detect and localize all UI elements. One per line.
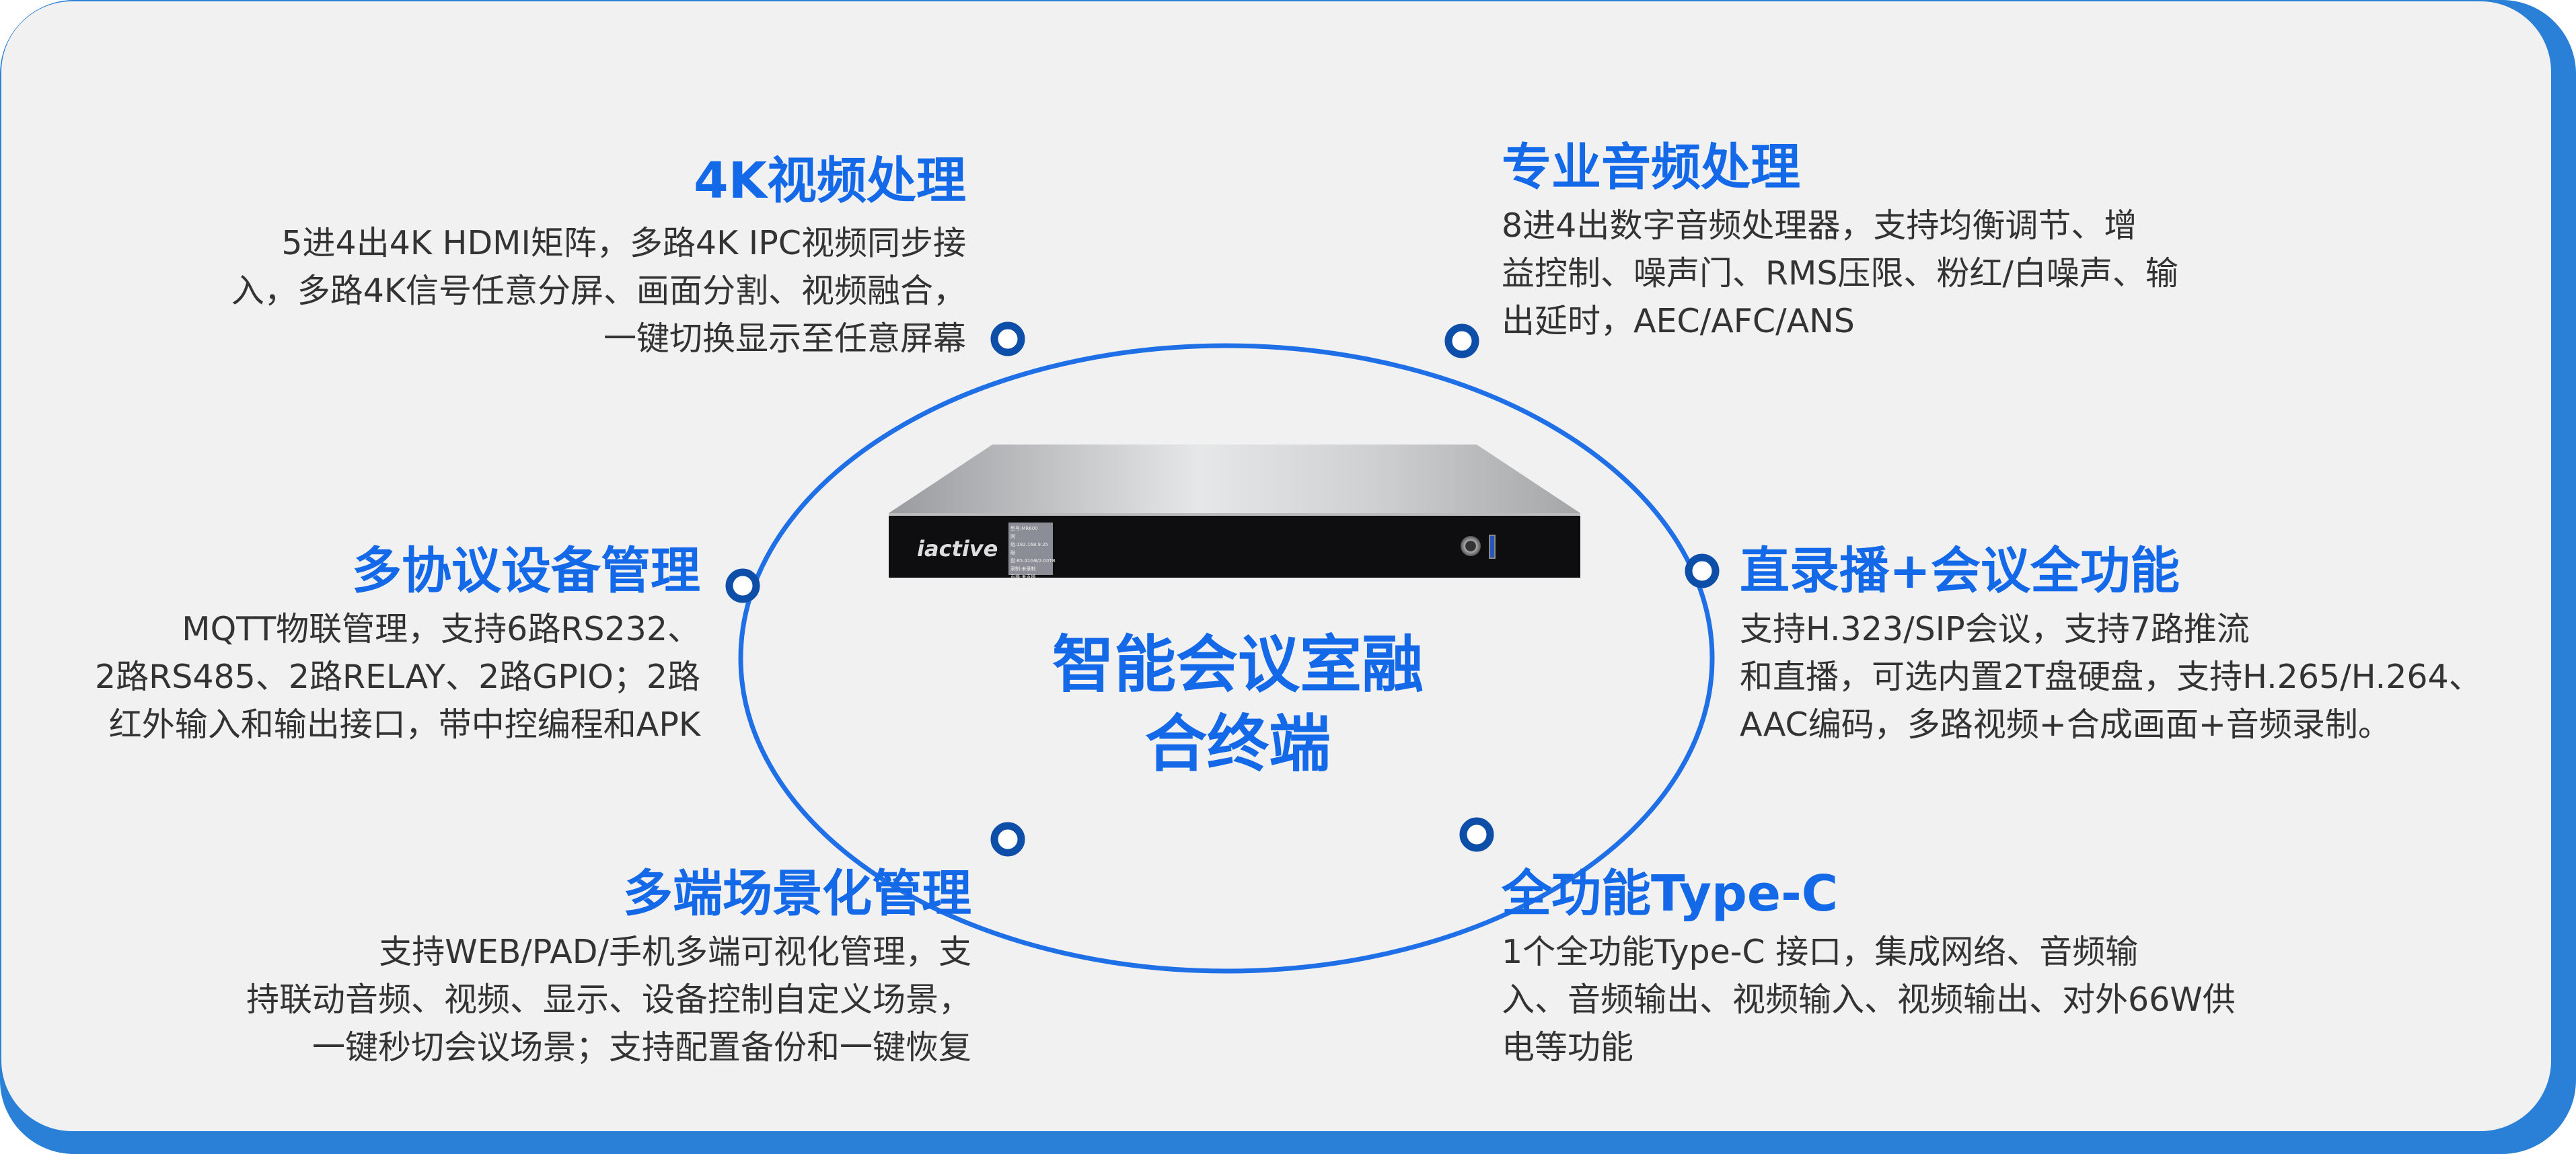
- desc-line: 红外输入和输出接口，带中控编程和APK: [108, 705, 700, 744]
- ring-dot-scene: [990, 822, 1025, 857]
- desc-line: 持联动音频、视频、显示、设备控制自定义场景，: [246, 980, 971, 1019]
- feature-title-typec: 全功能Type-C: [1502, 865, 1839, 923]
- device-top: [889, 445, 1580, 513]
- ring-dot-video: [990, 321, 1025, 356]
- feature-title-audio: 专业音频处理: [1502, 139, 1800, 196]
- feature-desc-protocol: MQTT物联管理，支持6路RS232、 2路RS485、2路RELAY、2路GP…: [95, 605, 700, 748]
- center-title-line: 合终端: [1144, 708, 1331, 780]
- usb-port-icon: [1489, 535, 1496, 559]
- feature-title-record: 直录播+会议全功能: [1740, 542, 2180, 600]
- device-front-panel: iactive 型号:MR600 网络:192.168.9.25 磁盘:65.4…: [889, 513, 1580, 588]
- desc-line: 一键秒切会议场景；支持配置备份和一键恢复: [311, 1028, 971, 1067]
- desc-line: 1个全功能Type-C 接口，集成网络、音频输: [1502, 933, 2139, 971]
- feature-title-protocol: 多协议设备管理: [352, 542, 700, 600]
- lcd-line: 型号:MR600: [1010, 526, 1038, 531]
- ring-dot-protocol: [725, 568, 760, 603]
- feature-desc-audio: 8进4出数字音频处理器，支持均衡调节、增 益控制、噪声门、RMS压限、粉红/白噪…: [1502, 202, 2178, 345]
- desc-line: 入，多路4K信号任意分屏、画面分割、视频融合，: [231, 272, 966, 310]
- desc-line: 8进4出数字音频处理器，支持均衡调节、增: [1502, 206, 2137, 245]
- ring-ellipse: [738, 343, 1715, 974]
- lcd-line: 会议:未参会: [1010, 582, 1036, 588]
- desc-line: 入、音频输出、视频输入、视频输出、对外66W供: [1502, 980, 2236, 1019]
- desc-line: 2路RS485、2路RELAY、2路GPIO；2路: [95, 658, 700, 696]
- device-image: iactive 型号:MR600 网络:192.168.9.25 磁盘:65.4…: [889, 445, 1580, 588]
- lcd-line: 录制:未录制: [1010, 566, 1036, 572]
- feature-desc-typec: 1个全功能Type-C 接口，集成网络、音频输 入、音频输出、视频输入、视频输出…: [1502, 928, 2236, 1071]
- power-button-icon: [1461, 536, 1481, 556]
- ring-dot-record: [1685, 553, 1720, 588]
- feature-desc-scene: 支持WEB/PAD/手机多端可视化管理，支 持联动音频、视频、显示、设备控制自定…: [246, 928, 971, 1071]
- desc-line: 电等功能: [1502, 1028, 1634, 1067]
- ring-dot-typec: [1459, 817, 1494, 852]
- ring-dot-audio: [1444, 323, 1479, 358]
- feature-title-video: 4K视频处理: [694, 152, 966, 210]
- desc-line: 支持WEB/PAD/手机多端可视化管理，支: [379, 933, 971, 971]
- feature-desc-video: 5进4出4K HDMI矩阵，多路4K IPC视频同步接 入，多路4K信号任意分屏…: [231, 219, 966, 362]
- feature-title-scene: 多端场景化管理: [623, 865, 971, 923]
- desc-line: AAC编码，多路视频+合成画面+音频录制。: [1740, 705, 2391, 744]
- device-lcd: 型号:MR600 网络:192.168.9.25 磁盘:65.41GB/2.00…: [1008, 523, 1056, 588]
- device-logo: iactive: [917, 536, 998, 562]
- desc-line: 支持H.323/SIP会议，支持7路推流: [1740, 610, 2250, 648]
- desc-line: 一键切换显示至任意屏幕: [603, 319, 966, 358]
- feature-desc-record: 支持H.323/SIP会议，支持7路推流 和直播，可选内置2T盘硬盘，支持H.2…: [1740, 605, 2482, 748]
- desc-line: 益控制、噪声门、RMS压限、粉红/白噪声、输: [1502, 254, 2178, 293]
- lcd-line: 磁盘:65.41GB/2.00TB: [1010, 550, 1056, 564]
- center-title: 智能会议室融 合终端: [969, 625, 1507, 784]
- desc-line: MQTT物联管理，支持6路RS232、: [182, 610, 700, 648]
- desc-line: 5进4出4K HDMI矩阵，多路4K IPC视频同步接: [281, 224, 966, 262]
- lcd-line: 网络:192.168.9.25: [1010, 534, 1049, 547]
- center-title-line: 智能会议室融: [1052, 629, 1424, 701]
- desc-line: 出延时，AEC/AFC/ANS: [1502, 302, 1855, 340]
- desc-line: 和直播，可选内置2T盘硬盘，支持H.265/H.264、: [1740, 658, 2482, 696]
- lcd-line: 直播:未直播: [1010, 574, 1036, 580]
